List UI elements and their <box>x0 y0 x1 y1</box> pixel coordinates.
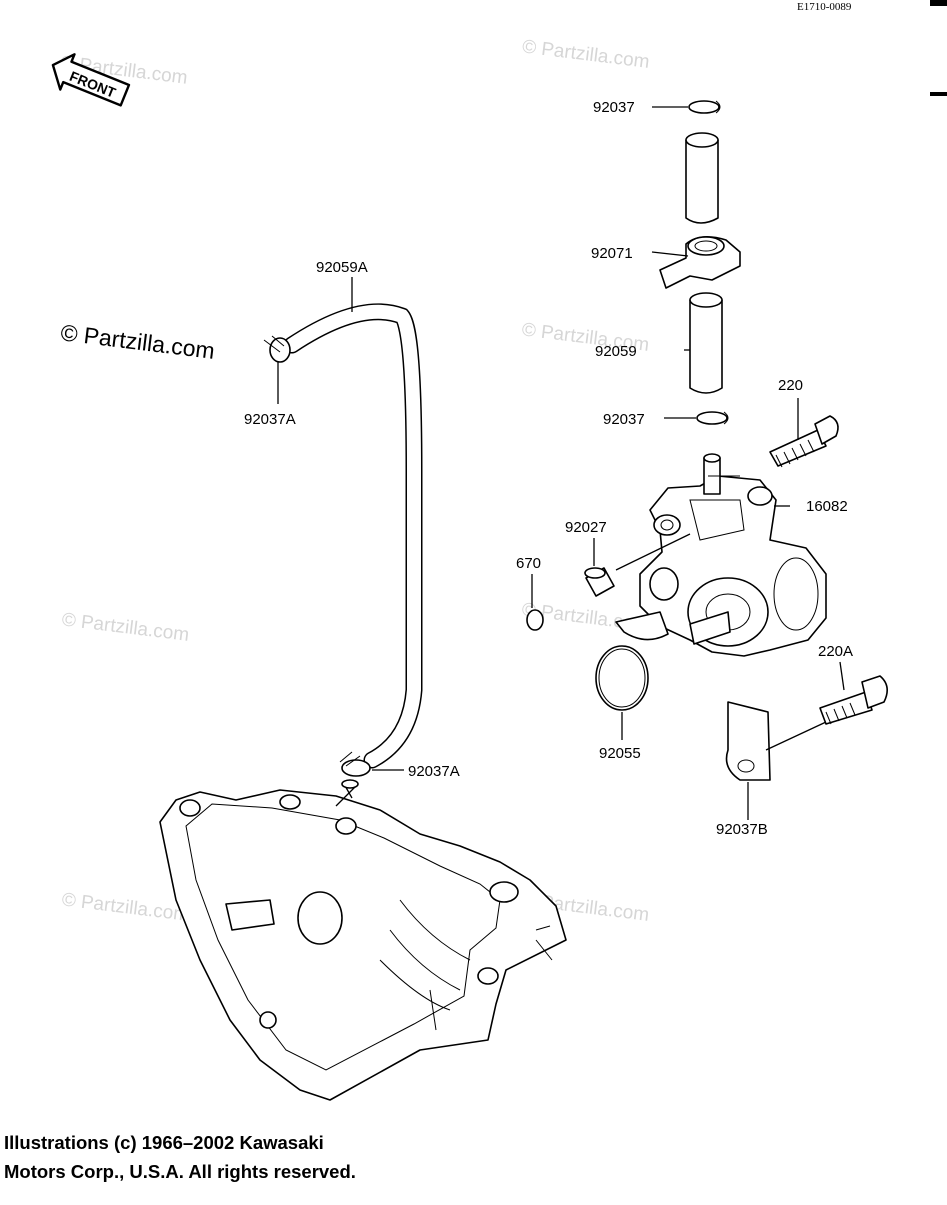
watermark-4: © Partzilla.com <box>61 609 191 645</box>
label-bolt-a: 220A <box>818 643 853 660</box>
label-hose-clamp-lower: 92037A <box>408 763 460 780</box>
watermark-6: © Partzilla.com <box>61 889 191 925</box>
diagram-code: E1710-0089 <box>797 1 852 13</box>
label-oring-large: 92055 <box>599 745 641 762</box>
clamp-top-part <box>688 100 721 114</box>
bolt-220-part <box>769 415 839 468</box>
label-hose-clamp-upper: 92037A <box>244 411 296 428</box>
label-tube-lower: 92059 <box>595 343 637 360</box>
copyright-line-1: Illustrations (c) 1966–2002 Kawasaki <box>4 1132 324 1153</box>
label-oring-small: 670 <box>516 555 541 572</box>
label-hose: 92059A <box>316 259 368 276</box>
hose-clamp-upper-part <box>263 335 291 363</box>
oring-small-part <box>526 609 544 631</box>
copyright-line-2: Motors Corp., U.S.A. All rights reserved… <box>4 1161 356 1182</box>
tube-lower-part <box>689 292 723 394</box>
label-damper: 92071 <box>591 245 633 262</box>
watermark-2: © Partzilla.com <box>521 36 651 72</box>
watermark-main: © Partzilla.com <box>59 319 216 364</box>
damper-part <box>659 236 741 289</box>
bolt-220a-part <box>819 675 888 725</box>
crankcase-part <box>159 779 567 1101</box>
label-collar: 92027 <box>565 519 607 536</box>
edge-mark-mid <box>930 92 947 96</box>
clamp-mid-part <box>696 411 729 425</box>
hose-part <box>283 303 423 769</box>
collar-part <box>584 567 615 597</box>
label-clamp-mid: 92037 <box>603 411 645 428</box>
callout-labels: 92037 92071 92059 92037 220 16082 92027 … <box>244 99 853 838</box>
label-bolt: 220 <box>778 377 803 394</box>
leader-lines <box>277 106 845 820</box>
oil-pump-part <box>615 453 827 657</box>
tube-upper-part <box>685 132 719 224</box>
hose-clamp-lower-part <box>339 751 371 777</box>
watermarks: © Partzilla.com © Partzilla.com © Partzi… <box>59 36 651 925</box>
oring-large-part <box>595 645 649 711</box>
edge-mark-top <box>930 0 947 6</box>
label-clamp-top: 92037 <box>593 99 635 116</box>
label-bracket: 92037B <box>716 821 768 838</box>
bracket-part <box>725 701 771 781</box>
label-pump: 16082 <box>806 498 848 515</box>
